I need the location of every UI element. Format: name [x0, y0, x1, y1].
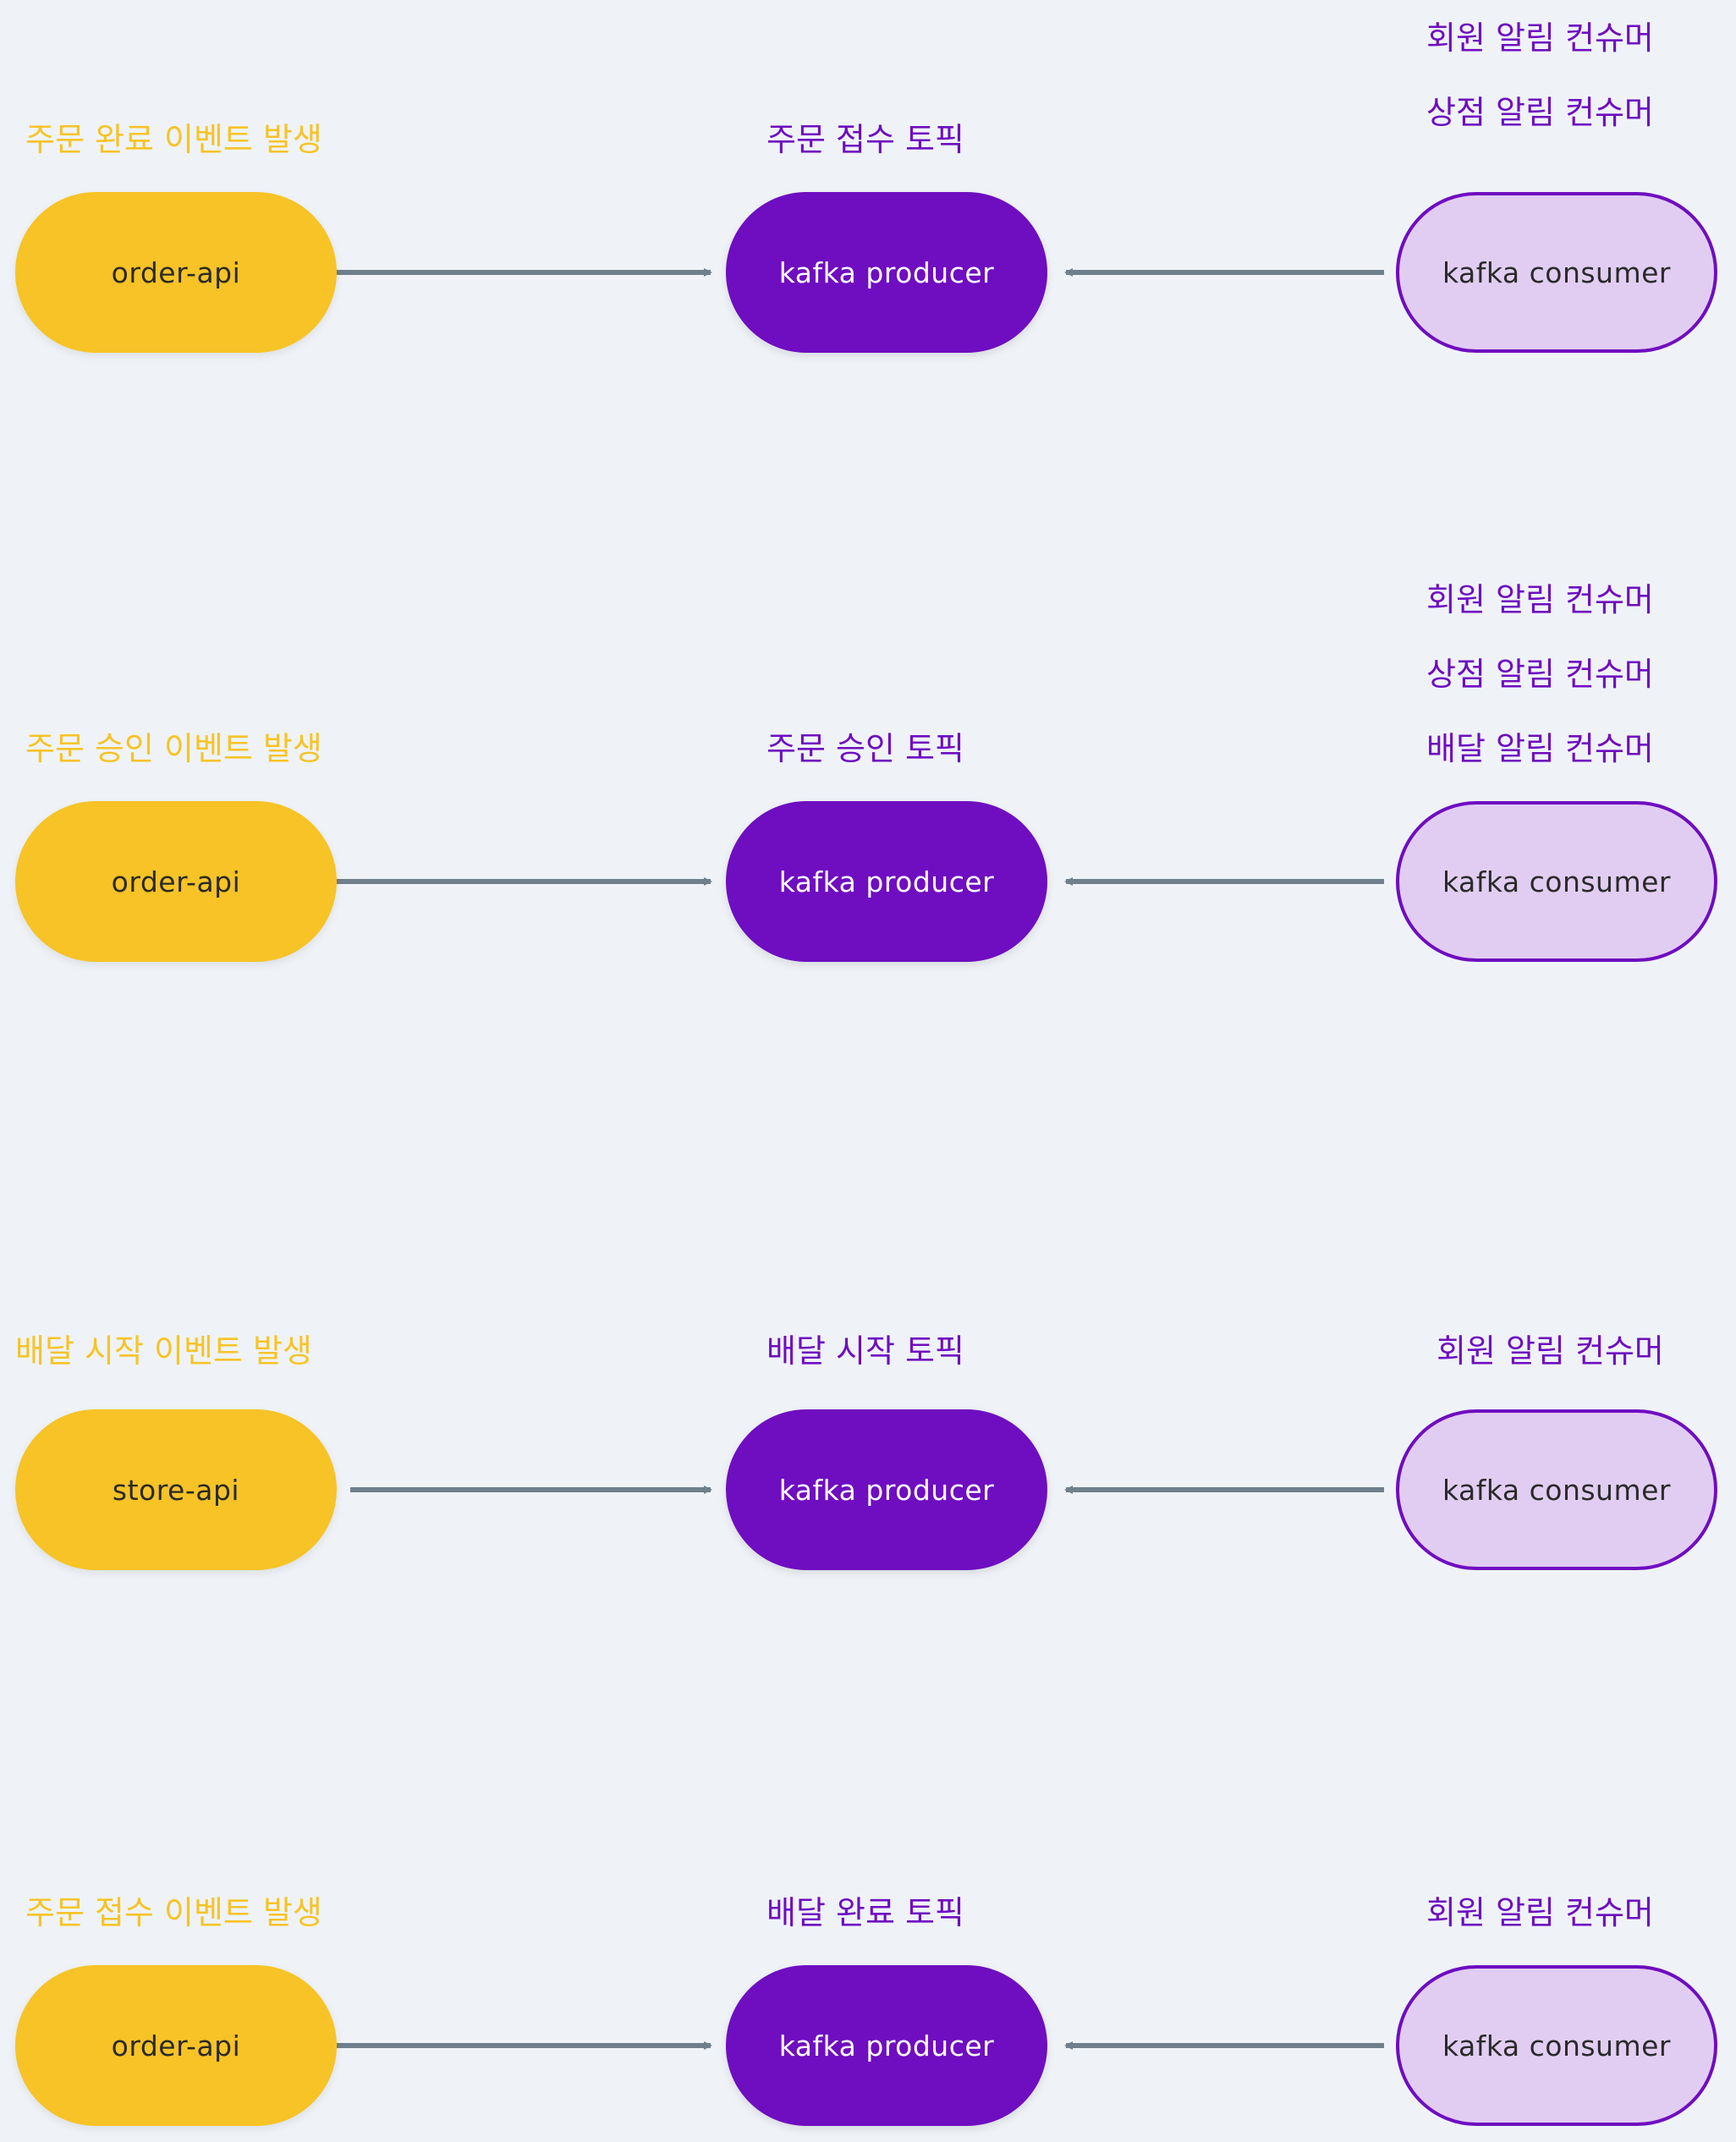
event-label: 배달 시작 이벤트 발생: [15, 1332, 312, 1370]
consumer-item-label: 회원 알림 컨슈머: [1426, 581, 1654, 618]
consumer-item-label: 상점 알림 컨슈머: [1426, 656, 1654, 693]
consumer-item-label: 상점 알림 컨슈머: [1426, 94, 1654, 131]
topic-label: 배달 완료 토픽: [766, 1894, 964, 1931]
source-node: order-api: [15, 801, 337, 962]
source-node: store-api: [15, 1409, 337, 1570]
topic-label: 주문 접수 토픽: [766, 121, 964, 158]
consumer-node: kafka consumer: [1396, 192, 1717, 353]
producer-node: kafka producer: [726, 192, 1047, 353]
consumer-node: kafka consumer: [1396, 801, 1717, 962]
source-node: order-api: [15, 1965, 337, 2126]
source-node: order-api: [15, 192, 337, 353]
topic-label: 주문 승인 토픽: [766, 730, 964, 767]
consumer-item-label: 회원 알림 컨슈머: [1426, 1894, 1654, 1931]
event-label: 주문 접수 이벤트 발생: [25, 1894, 322, 1931]
producer-node: kafka producer: [726, 801, 1047, 962]
consumer-node: kafka consumer: [1396, 1965, 1717, 2126]
topic-label: 배달 시작 토픽: [766, 1332, 964, 1370]
event-label: 주문 승인 이벤트 발생: [25, 730, 322, 767]
consumer-node: kafka consumer: [1396, 1409, 1717, 1570]
producer-node: kafka producer: [726, 1965, 1047, 2126]
event-label: 주문 완료 이벤트 발생: [25, 121, 322, 158]
consumer-item-label: 배달 알림 컨슈머: [1426, 730, 1654, 767]
consumer-item-label: 회원 알림 컨슈머: [1437, 1332, 1664, 1370]
producer-node: kafka producer: [726, 1409, 1047, 1570]
consumer-item-label: 회원 알림 컨슈머: [1426, 19, 1654, 57]
